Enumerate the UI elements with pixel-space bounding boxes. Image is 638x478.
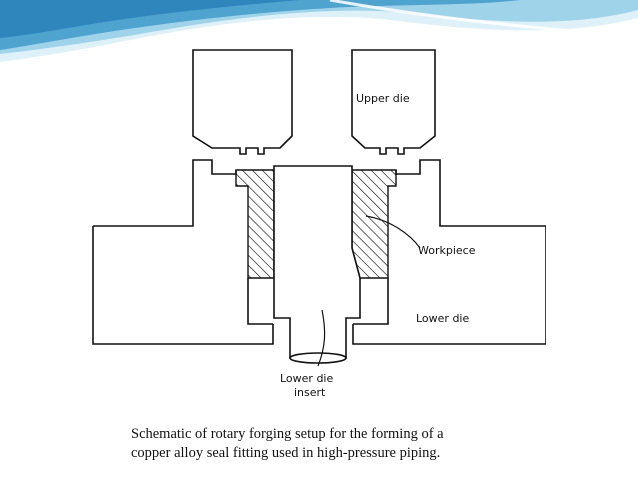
label-lower-die-insert-line1: Lower die bbox=[280, 372, 333, 385]
lower-die-insert bbox=[273, 165, 361, 364]
label-lower-die: Lower die bbox=[416, 312, 469, 325]
figure-panel: Upper die Workpiece Lower die Lower die … bbox=[90, 48, 546, 400]
forging-schematic: Upper die Workpiece Lower die Lower die … bbox=[92, 49, 546, 399]
caption-line-1: Schematic of rotary forging setup for th… bbox=[131, 426, 444, 442]
label-lower-die-insert-line2: insert bbox=[294, 386, 326, 399]
lower-die bbox=[92, 159, 546, 345]
upper-die-left bbox=[192, 49, 293, 155]
workpiece-leader-line bbox=[365, 215, 421, 249]
upper-die-right bbox=[351, 49, 436, 155]
figure-caption: Schematic of rotary forging setup for th… bbox=[131, 425, 531, 463]
caption-line-2: copper alloy seal fitting used in high-p… bbox=[131, 445, 441, 461]
label-upper-die: Upper die bbox=[356, 92, 410, 105]
workpiece-left bbox=[235, 169, 275, 279]
label-workpiece: Workpiece bbox=[418, 244, 476, 257]
wave-deep bbox=[0, 0, 300, 38]
wave-white-streak bbox=[329, 0, 638, 38]
insert-leader-line bbox=[317, 309, 326, 367]
